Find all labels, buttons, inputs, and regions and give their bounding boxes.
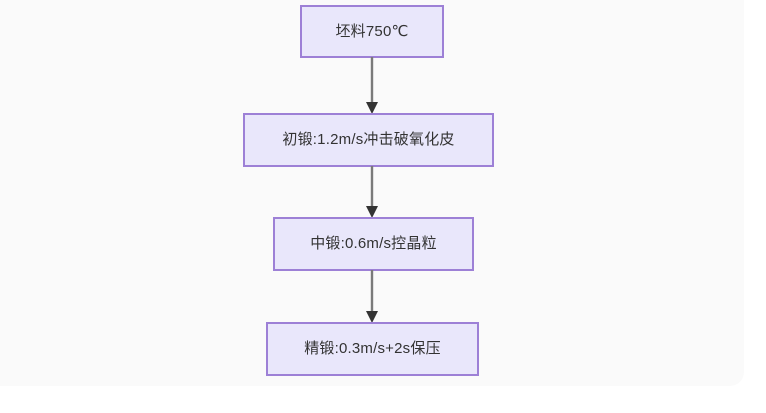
flowchart-node-mid-forge[interactable]: 中锻:0.6m/s控晶粒 [273, 217, 474, 271]
flowchart-edge-rough-forge-to-mid-forge [340, 166, 404, 219]
node-label: 坯料750℃ [335, 22, 409, 40]
node-label: 初锻:1.2m/s冲击破氧化皮 [282, 131, 455, 148]
flowchart-edge-billet-to-rough-forge [340, 57, 404, 115]
flowchart-edge-mid-forge-to-finish-forge [340, 270, 404, 324]
flowchart-node-billet[interactable]: 坯料750℃ [300, 5, 444, 58]
flowchart-node-rough-forge[interactable]: 初锻:1.2m/s冲击破氧化皮 [243, 113, 494, 167]
node-label: 精锻:0.3m/s+2s保压 [304, 340, 441, 357]
flowchart-canvas: 坯料750℃ 初锻:1.2m/s冲击破氧化皮 中锻:0.6m/s控晶粒 精锻:0… [243, 5, 494, 376]
arrow-down-icon [366, 270, 378, 323]
arrow-down-icon [366, 166, 378, 218]
flowchart-node-finish-forge[interactable]: 精锻:0.3m/s+2s保压 [266, 322, 479, 376]
node-label: 中锻:0.6m/s控晶粒 [310, 235, 437, 252]
arrow-down-icon [366, 57, 378, 114]
